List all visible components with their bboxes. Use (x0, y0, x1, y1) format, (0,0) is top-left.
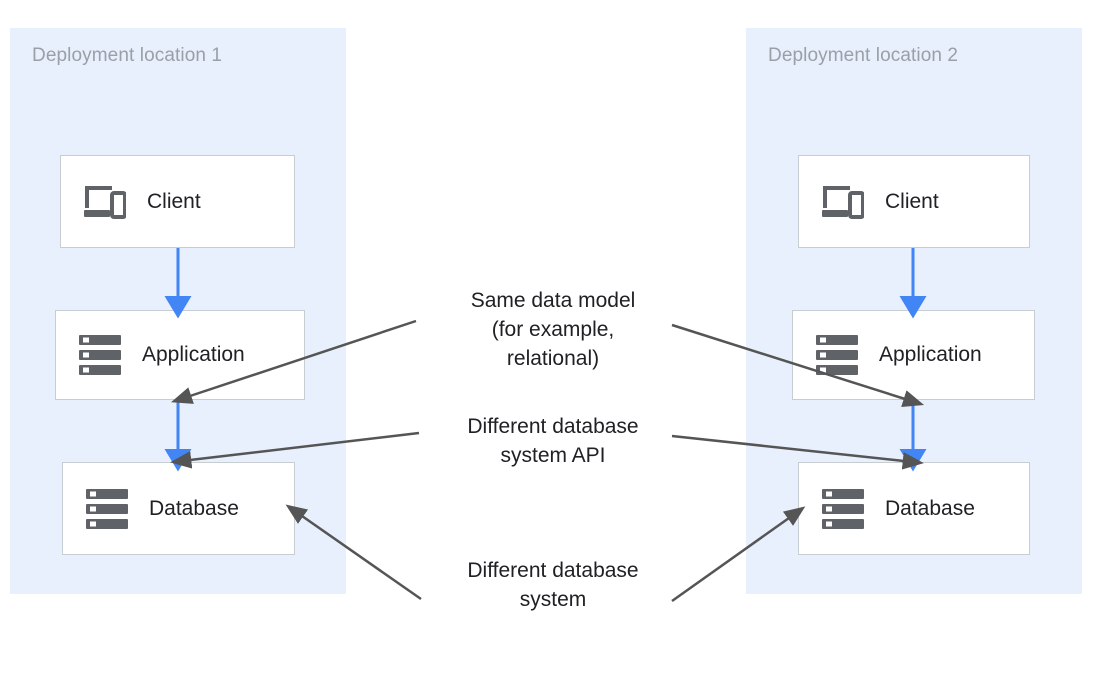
server-stack-icon (815, 333, 859, 377)
node-database-1[interactable]: Database (62, 462, 295, 555)
server-stack-icon (821, 487, 865, 531)
client-devices-icon (83, 180, 127, 224)
server-stack-icon (85, 487, 129, 531)
node-database-2-label: Database (885, 496, 975, 520)
server-stack-icon (78, 333, 122, 377)
deployment-location-2-title: Deployment location 2 (768, 45, 959, 66)
node-application-1-label: Application (142, 343, 245, 366)
node-application-2-label: Application (879, 343, 982, 366)
node-client-1-label: Client (147, 189, 201, 213)
client-devices-icon (821, 180, 865, 224)
node-client-2-label: Client (885, 189, 939, 213)
annotation-different-database-system-api: Different database system API (467, 415, 639, 467)
node-application-1[interactable]: Application (55, 310, 305, 400)
annotation-same-data-model: Same data model (for example, relational… (470, 289, 636, 370)
annotation-different-database-system: Different database system (467, 559, 639, 611)
node-database-2[interactable]: Database (798, 462, 1030, 555)
node-client-2[interactable]: Client (798, 155, 1030, 248)
deployment-location-1-title: Deployment location 1 (32, 45, 223, 66)
node-application-2[interactable]: Application (792, 310, 1035, 400)
node-database-1-label: Database (149, 496, 239, 520)
node-client-1[interactable]: Client (60, 155, 295, 248)
